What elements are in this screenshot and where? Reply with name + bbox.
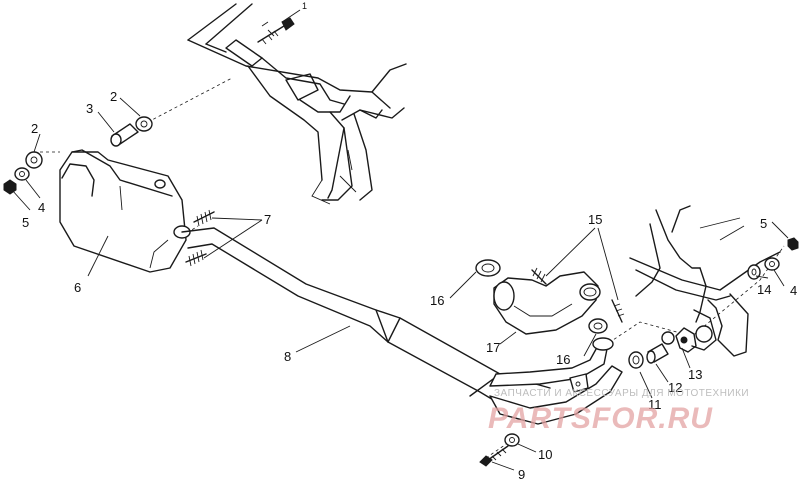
bushing-part-12 [646,343,669,364]
callout-8: 8 [284,349,291,364]
flange-part-11 [628,351,644,369]
callout-13: 13 [688,367,702,382]
spring-part-15-right [611,299,625,323]
callout-7: 7 [264,212,271,227]
frame-top-center [187,3,407,205]
exhaust-manifold [489,337,623,425]
watermark-logo: PARTSFOR.RU [488,402,713,435]
callout-2-lower: 2 [31,121,38,136]
grommet-part-2-lower [25,151,43,169]
spring-part-15-left [531,267,547,285]
callout-10: 10 [538,447,552,462]
callout-17: 17 [486,340,500,355]
grommet-part-14 [747,264,761,280]
callout-5-left: 5 [22,215,29,230]
callout-16-upper: 16 [430,293,444,308]
washer-part-4-left [14,167,30,181]
callout-16-lower: 16 [556,352,570,367]
bolt-part-1 [257,17,295,45]
gasket-part-16-upper [475,259,501,277]
spring-part-7-lower [185,249,207,267]
washer-part-10 [504,433,520,447]
washer-part-4-right [764,257,780,271]
callout-11: 11 [648,397,662,412]
callout-2-upper: 2 [110,89,117,104]
mount-bushing-part-3 [110,123,139,147]
callout-6: 6 [74,280,81,295]
callout-4-right: 4 [790,283,797,298]
callout-1: 1 [302,1,307,11]
callout-12: 12 [668,380,682,395]
leader-lines [11,9,789,471]
bracket-part-13 [661,327,697,353]
grommet-part-2-upper [135,116,153,132]
watermark: ЗАПЧАСТИ И АКСЕССУАРЫ ДЛЯ МОТОТЕХНИКИ PA… [488,388,749,435]
muffler-part-6 [59,149,191,273]
callout-4-left: 4 [38,200,45,215]
callout-14: 14 [757,282,771,297]
callout-3: 3 [86,101,93,116]
callouts: 1 2 3 2 4 5 6 7 8 9 10 11 12 13 14 15 16… [22,1,797,482]
spring-part-7-upper [193,209,215,227]
gasket-part-16-lower [588,318,608,334]
callout-5-right: 5 [760,216,767,231]
watermark-tagline: ЗАПЧАСТИ И АКСЕССУАРЫ ДЛЯ МОТОТЕХНИКИ [494,388,749,399]
callout-15: 15 [588,212,602,227]
nut-part-5-right [787,237,799,251]
y-pipe-part-17 [493,271,601,335]
bolt-part-9 [479,445,509,467]
callout-9: 9 [518,467,525,482]
frame-right [629,205,781,357]
